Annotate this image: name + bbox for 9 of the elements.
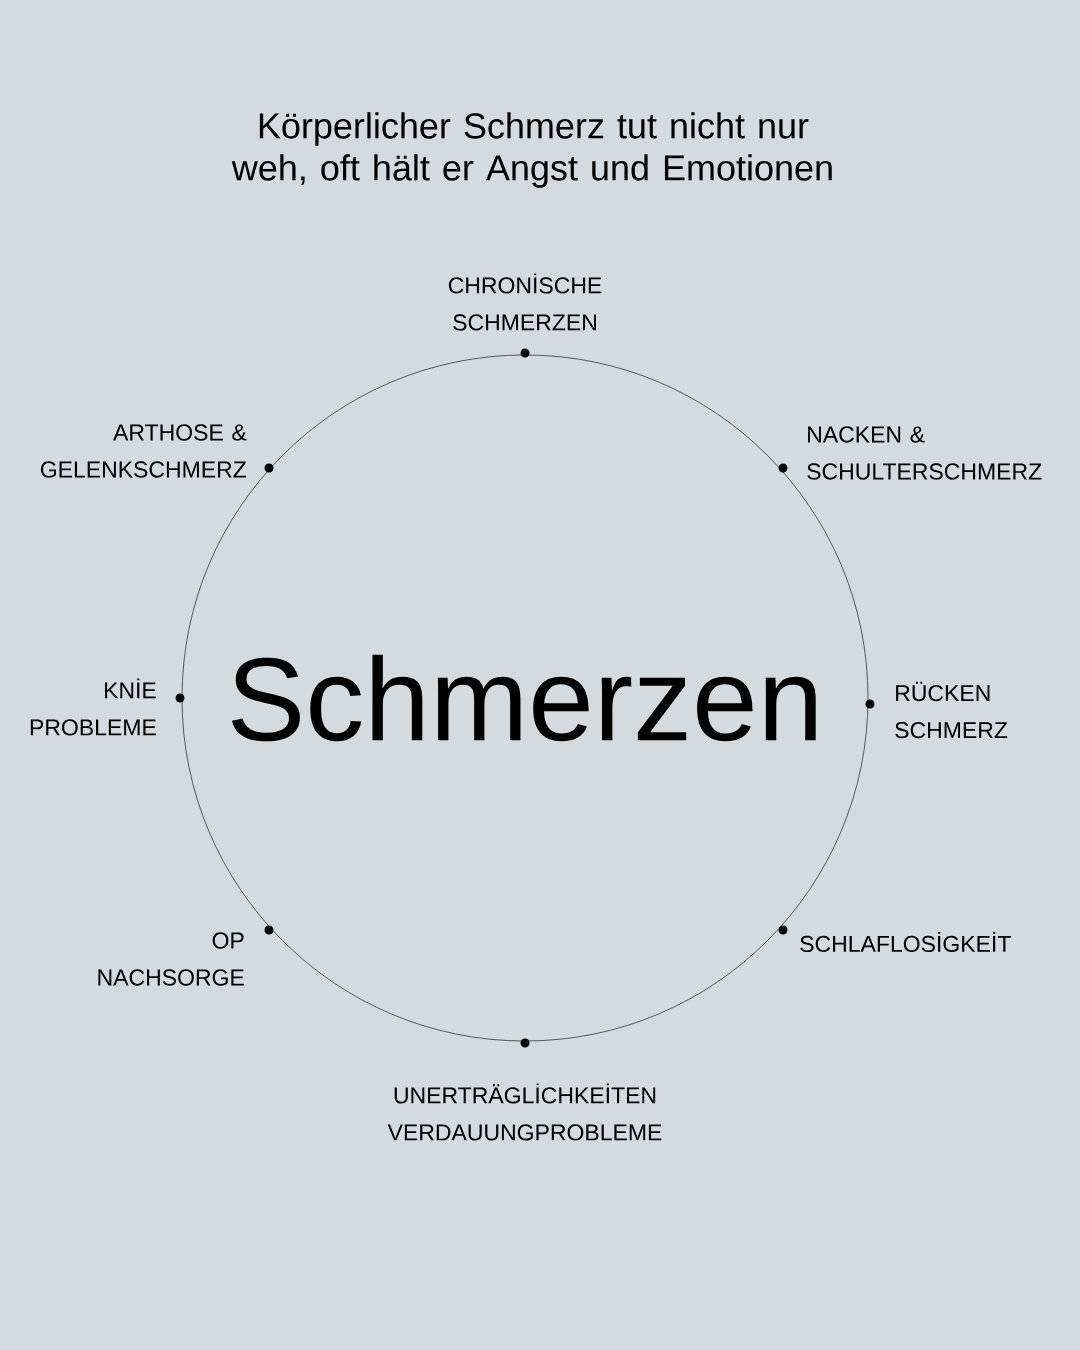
label: CHRONİSCHE SCHMERZEN — [448, 273, 602, 331]
label: OP NACHSORGE — [98, 932, 244, 986]
label: ARTHOSE & GELENKSCHMERZ — [40, 424, 247, 478]
label: UNERTRÄGLİCHKEİTEN VERDAUUNGPROBLEME — [387, 1083, 662, 1141]
title: Körperlicher Schmerz tut nicht nur weh, oft hält er Angst und Emotionen — [231, 112, 832, 188]
label: SCHLAFLOSİGKEİT — [800, 931, 1011, 953]
label: KNİE PROBLEME — [30, 678, 156, 736]
label: NACKEN & SCHULTERSCHMERZ — [807, 426, 1042, 480]
label: RÜCKEN SCHMERZ — [895, 681, 1008, 739]
